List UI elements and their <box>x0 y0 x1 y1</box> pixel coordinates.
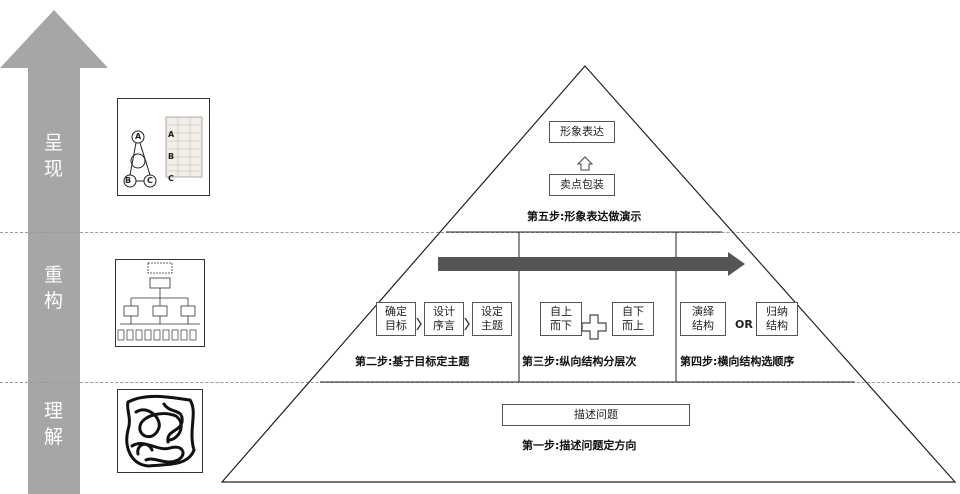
up-arrow-icon <box>0 10 108 494</box>
pyramid-outline <box>220 65 957 483</box>
box-selling-point: 卖点包装 <box>549 174 615 196</box>
node-letter-b: B <box>125 176 132 185</box>
node-letter-c: C <box>147 176 153 185</box>
step-five-label: 第五步:形象表达做演示 <box>527 210 642 223</box>
tangle-icon <box>125 394 196 468</box>
box-image-expression: 形象表达 <box>549 121 615 143</box>
arrow-label-restructure: 重 构 <box>43 264 64 312</box>
thumbnail-presentation: A B C A B C <box>117 98 210 196</box>
arrow-label-present: 呈 现 <box>43 132 64 180</box>
plus-icon <box>581 314 607 340</box>
thumbnail-restructure <box>115 259 205 347</box>
step-two-label: 第二步:基于目标定主题 <box>355 355 470 368</box>
step-three-label: 第三步:纵向结构分层次 <box>522 355 637 368</box>
small-up-arrow-icon <box>576 156 594 171</box>
box-set-goal: 确定 目标 <box>376 302 416 336</box>
grid-letter-b: B <box>168 152 175 161</box>
grid-letter-c: C <box>168 174 174 183</box>
chevron-right-icon <box>464 317 470 331</box>
tree-icon <box>117 262 200 341</box>
horizontal-arrow-icon <box>438 252 745 276</box>
box-inductive: 归纳 结构 <box>756 302 798 336</box>
thumbnail-understand <box>117 389 203 473</box>
arrow-label-understand: 理 解 <box>43 400 64 448</box>
grid-letter-a: A <box>168 130 175 139</box>
chevron-right-icon <box>416 317 422 331</box>
node-letter-a: A <box>135 132 142 141</box>
box-top-down: 自上 而下 <box>540 302 582 336</box>
box-design-preface: 设计 序言 <box>424 302 464 336</box>
box-describe-problem: 描述问题 <box>502 404 690 426</box>
box-deductive: 演绎 结构 <box>680 302 726 336</box>
box-set-theme: 设定 主题 <box>472 302 512 336</box>
step-one-label: 第一步:描述问题定方向 <box>522 439 637 452</box>
box-bottom-up: 自下 而上 <box>612 302 654 336</box>
step-four-label: 第四步:横向结构选顺序 <box>680 355 795 368</box>
or-label: OR <box>735 318 753 331</box>
